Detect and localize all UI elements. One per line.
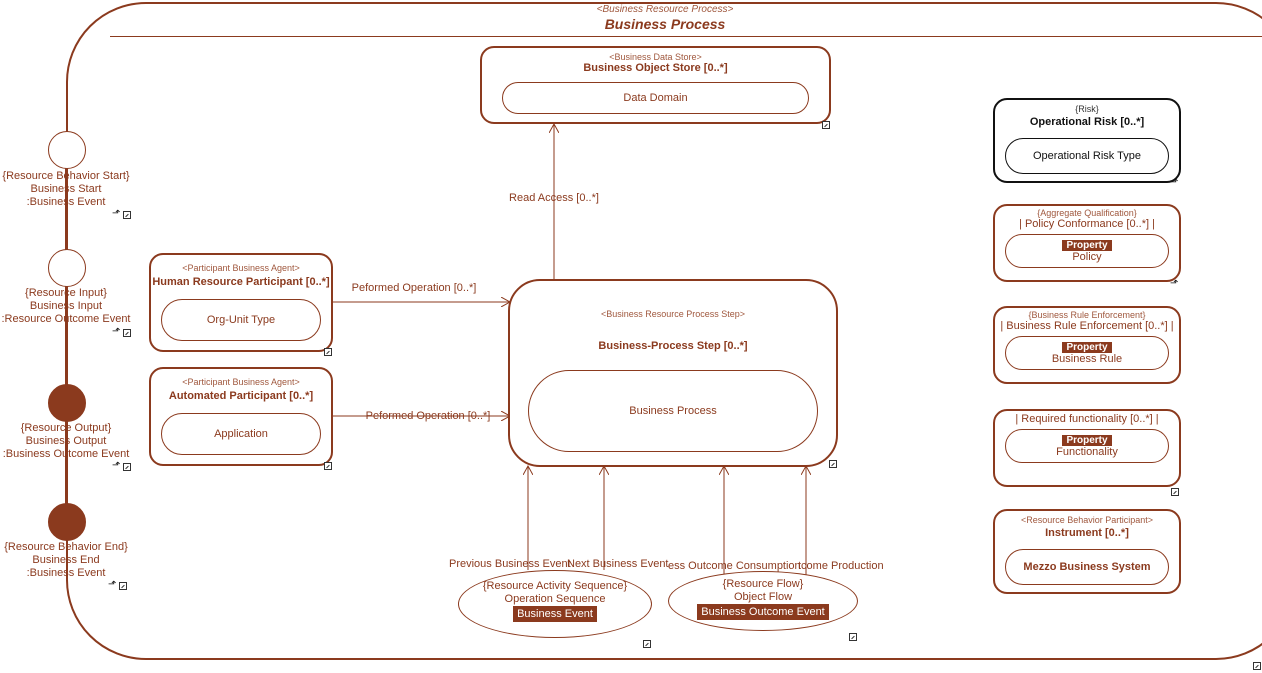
link-icon[interactable] (123, 463, 131, 471)
port-start-name: Business Start (30, 183, 102, 195)
port-start-stereotype: {Resource Behavior Start} (2, 170, 130, 182)
functionality-pill[interactable]: Property Functionality (1005, 429, 1169, 463)
instrument-box[interactable]: <Resource Behavior Participant> Instrume… (993, 509, 1181, 594)
sequence-stereotype: {Resource Activity Sequence} (482, 580, 628, 592)
port-start-label: {Resource Behavior Start} Business Start… (0, 170, 132, 209)
port-output-label: {Resource Output} Business Output :Busin… (0, 422, 132, 461)
link-icon[interactable] (1171, 488, 1179, 496)
instrument-stereotype: <Resource Behavior Participant> (1020, 515, 1154, 525)
link-icon[interactable] (119, 582, 127, 590)
human-agent-title: Human Resource Participant [0..*] (152, 276, 330, 288)
flow-ellipse[interactable]: {Resource Flow} Object Flow Business Out… (668, 571, 858, 631)
instrument-title: Instrument [0..*] (1045, 527, 1129, 539)
link-icon[interactable] (1253, 662, 1261, 670)
port-output-circle[interactable] (48, 384, 86, 422)
automated-agent-box[interactable]: <Participant Business Agent> Automated P… (149, 367, 333, 466)
rule-title: | Business Rule Enforcement [0..*] | (1000, 320, 1174, 332)
port-end-type: :Business Event (26, 567, 106, 579)
rule-pill[interactable]: Property Business Rule (1005, 336, 1169, 370)
data-store-box[interactable]: <Business Data Store> Business Object St… (480, 46, 831, 124)
port-input-name: Business Input (29, 300, 103, 312)
functionality-box[interactable]: | Required functionality [0..*] | Proper… (993, 409, 1181, 487)
policy-label: Policy (1072, 250, 1102, 263)
data-store-stereotype: <Business Data Store> (609, 52, 702, 62)
sequence-type-tag: Business Event (513, 606, 597, 622)
policy-box[interactable]: {Aggregate Qualification} | Policy Confo… (993, 204, 1181, 282)
link-icon[interactable] (123, 329, 131, 337)
link-icon[interactable] (324, 348, 332, 356)
automated-agent-title: Automated Participant [0..*] (168, 390, 314, 402)
functionality-property-badge: Property (1062, 434, 1112, 446)
policy-stereotype: {Aggregate Qualification} (1037, 208, 1137, 218)
policy-property-badge: Property (1062, 239, 1112, 251)
data-domain-pill[interactable]: Data Domain (502, 82, 809, 114)
link-icon[interactable] (643, 640, 651, 648)
frame-stereotype: <Business Resource Process> (596, 4, 734, 15)
navigate-up-icon[interactable]: ⬏ (112, 208, 121, 219)
navigate-up-icon[interactable]: ⬏ (112, 326, 121, 337)
process-step-box[interactable]: <Business Resource Process Step> Busines… (508, 279, 838, 467)
operational-risk-type-pill[interactable]: Operational Risk Type (1005, 138, 1169, 174)
navigate-up-icon[interactable]: ⬏ (1170, 278, 1179, 289)
mezzo-business-system-pill[interactable]: Mezzo Business System (1005, 549, 1169, 585)
port-input-circle[interactable] (48, 249, 86, 287)
link-icon[interactable] (822, 121, 830, 129)
port-end-stereotype: {Resource Behavior End} (4, 541, 128, 553)
previous-event-label: Previous Business Event (449, 558, 571, 570)
human-agent-stereotype: <Participant Business Agent> (182, 263, 300, 273)
policy-title: | Policy Conformance [0..*] | (1019, 218, 1155, 230)
link-icon[interactable] (123, 211, 131, 219)
link-icon[interactable] (849, 633, 857, 641)
port-end-name: Business End (32, 554, 100, 566)
port-output-stereotype: {Resource Output} (20, 422, 112, 434)
application-pill[interactable]: Application (161, 413, 321, 455)
flow-stereotype: {Resource Flow} (722, 578, 804, 590)
consumption-label: ess Outcome Consumption (668, 560, 801, 572)
navigate-up-icon[interactable]: ⬏ (108, 579, 117, 590)
port-output-name: Business Output (25, 435, 107, 447)
flow-name: Object Flow (733, 591, 793, 603)
flow-type-tag: Business Outcome Event (697, 604, 829, 620)
sequence-ellipse[interactable]: {Resource Activity Sequence} Operation S… (458, 570, 652, 638)
port-input-stereotype: {Resource Input} (25, 287, 107, 299)
performed-operation-label-2: Peformed Operation [0..*] (365, 410, 491, 422)
port-start-circle[interactable] (48, 131, 86, 169)
sequence-name: Operation Sequence (504, 593, 606, 605)
port-output-type: :Business Outcome Event (2, 448, 130, 460)
port-end-circle[interactable] (48, 503, 86, 541)
business-process-pill[interactable]: Business Process (528, 370, 818, 452)
risk-title: Operational Risk [0..*] (1029, 116, 1145, 128)
read-access-label: Read Access [0..*] (509, 192, 599, 204)
port-input-label: {Resource Input} Business Input :Resourc… (0, 287, 132, 326)
port-start-type: :Business Event (26, 196, 106, 208)
frame-title: Business Process (604, 16, 726, 32)
functionality-title: | Required functionality [0..*] | (1015, 413, 1159, 425)
risk-box[interactable]: {Risk} Operational Risk [0..*] Operation… (993, 98, 1181, 183)
link-icon[interactable] (324, 462, 332, 470)
risk-stereotype: {Risk} (1075, 104, 1099, 114)
next-event-label: Next Business Event (567, 558, 669, 570)
performed-operation-label-1: Peformed Operation [0..*] (351, 282, 477, 294)
navigate-up-icon[interactable]: ⬏ (1170, 177, 1179, 188)
rule-property-badge: Property (1062, 341, 1112, 353)
rule-label: Business Rule (1051, 352, 1123, 365)
rule-box[interactable]: {Business Rule Enforcement} | Business R… (993, 306, 1181, 384)
production-label: tcome Production (798, 560, 884, 572)
policy-pill[interactable]: Property Policy (1005, 234, 1169, 268)
functionality-label: Functionality (1056, 445, 1118, 458)
port-end-label: {Resource Behavior End} Business End :Bu… (0, 541, 132, 580)
rule-stereotype: {Business Rule Enforcement} (1028, 310, 1146, 320)
process-step-stereotype: <Business Resource Process Step> (600, 309, 746, 319)
org-unit-type-pill[interactable]: Org-Unit Type (161, 299, 321, 341)
human-agent-box[interactable]: <Participant Business Agent> Human Resou… (149, 253, 333, 352)
data-store-title: Business Object Store [0..*] (583, 62, 728, 74)
port-input-type: :Resource Outcome Event (1, 313, 131, 325)
automated-agent-stereotype: <Participant Business Agent> (182, 377, 300, 387)
navigate-up-icon[interactable]: ⬏ (112, 460, 121, 471)
process-step-title: Business-Process Step [0..*] (598, 340, 748, 352)
frame-header-divider (110, 36, 1262, 37)
link-icon[interactable] (829, 460, 837, 468)
